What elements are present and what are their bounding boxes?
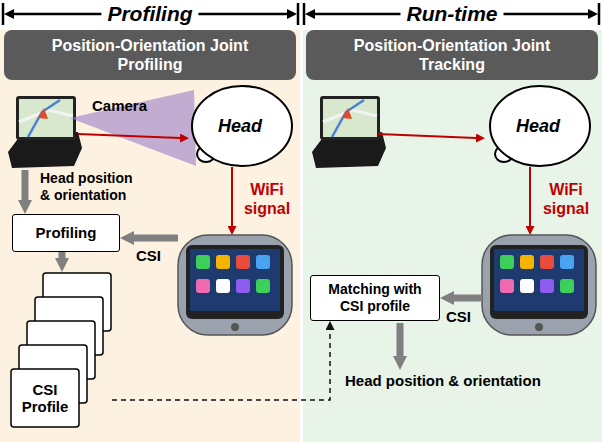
car-display-illustration <box>560 279 574 293</box>
car-display-illustration <box>500 255 514 269</box>
car-display-illustration <box>178 235 292 335</box>
car-display-illustration <box>236 279 250 293</box>
phone-mount-illustration <box>320 96 380 140</box>
flow-label: CSI <box>136 247 161 265</box>
node-text: Head <box>218 116 262 137</box>
car-display-illustration <box>500 279 514 293</box>
car-display-illustration <box>216 255 230 269</box>
phone-mount-illustration <box>8 96 82 168</box>
car-display-illustration <box>560 255 574 269</box>
data-flow-arrow <box>134 235 178 242</box>
head-outline <box>490 86 590 166</box>
flow-connector <box>59 252 66 258</box>
head-outline <box>192 86 292 166</box>
car-display-illustration <box>494 249 584 311</box>
data-flow-arrow <box>397 323 404 356</box>
phone-mount-illustration <box>332 100 364 137</box>
car-display-illustration <box>540 279 554 293</box>
car-display-illustration <box>535 323 543 331</box>
car-display-illustration <box>256 255 270 269</box>
phone-mount-illustration <box>342 108 352 119</box>
node-text: Position-Orientation Joint Profiling <box>44 36 256 74</box>
phase-bracket <box>297 3 300 25</box>
phone-mount-illustration <box>323 99 377 137</box>
phone-mount-illustration <box>28 100 60 137</box>
data-flow-arrow <box>22 170 29 200</box>
wifi-signal-line <box>78 134 180 138</box>
head-circle: Head <box>484 84 592 168</box>
car-display-illustration <box>520 255 534 269</box>
car-display-illustration <box>256 279 270 293</box>
camera-view-cone <box>70 90 196 166</box>
runtime-panel <box>303 30 602 442</box>
wifi-signal-line <box>378 134 476 138</box>
phone-mount-illustration <box>38 108 48 119</box>
data-flow-arrow <box>454 295 482 302</box>
car-display-illustration <box>190 249 280 311</box>
car-display-illustration <box>520 279 534 293</box>
wifi-signal-line <box>529 167 531 226</box>
phone-mount-illustration <box>16 96 76 140</box>
phone-mount-illustration <box>19 99 73 137</box>
signal-label: WiFi signal <box>535 180 597 218</box>
wifi-signal-line <box>231 167 233 226</box>
stage-header: Position-Orientation Joint Tracking <box>306 30 598 80</box>
output-label: Head position & orientation <box>345 372 541 390</box>
phone-mount-illustration <box>312 96 386 168</box>
node-text: Matching with CSI profile <box>317 281 433 315</box>
car-display-illustration <box>490 245 588 319</box>
profiling-panel <box>0 30 300 442</box>
car-display-illustration <box>482 235 596 335</box>
signal-label: WiFi signal <box>237 180 297 218</box>
head-circle: Head <box>186 84 294 168</box>
process-box: Matching with CSI profile <box>310 275 440 321</box>
car-display-illustration <box>231 323 239 331</box>
node-text: CSI Profile <box>10 381 80 416</box>
profile-card <box>11 369 79 427</box>
phase-bracket <box>3 3 599 25</box>
car-display-illustration <box>178 235 292 335</box>
stage-header: Position-Orientation Joint Profiling <box>4 30 296 80</box>
phase-bracket <box>2 3 5 25</box>
car-display-illustration <box>482 235 596 335</box>
wifi-signal-line <box>78 134 530 226</box>
flow-connector <box>112 330 330 400</box>
phase-title: Profiling <box>101 1 198 26</box>
phase-bracket <box>598 3 601 25</box>
profile-stack: CSI Profile <box>10 272 112 428</box>
phase-bracket <box>303 3 306 25</box>
car-display-illustration <box>216 279 230 293</box>
node-text: Profiling <box>36 224 97 242</box>
car-display-illustration <box>540 255 554 269</box>
card-label-area: CSI Profile <box>10 368 80 428</box>
process-box: Profiling <box>12 214 120 252</box>
node-text: Position-Orientation Joint Tracking <box>346 36 558 74</box>
car-display-illustration <box>236 255 250 269</box>
car-display-illustration <box>196 255 210 269</box>
node-text: Head <box>516 116 560 137</box>
car-display-illustration <box>196 279 210 293</box>
flow-label: Head position & orientation <box>40 170 140 204</box>
phase-title: Run-time <box>401 1 504 26</box>
car-display-illustration <box>186 245 284 319</box>
camera-label: Camera <box>92 97 147 115</box>
flow-label: CSI <box>446 308 471 326</box>
